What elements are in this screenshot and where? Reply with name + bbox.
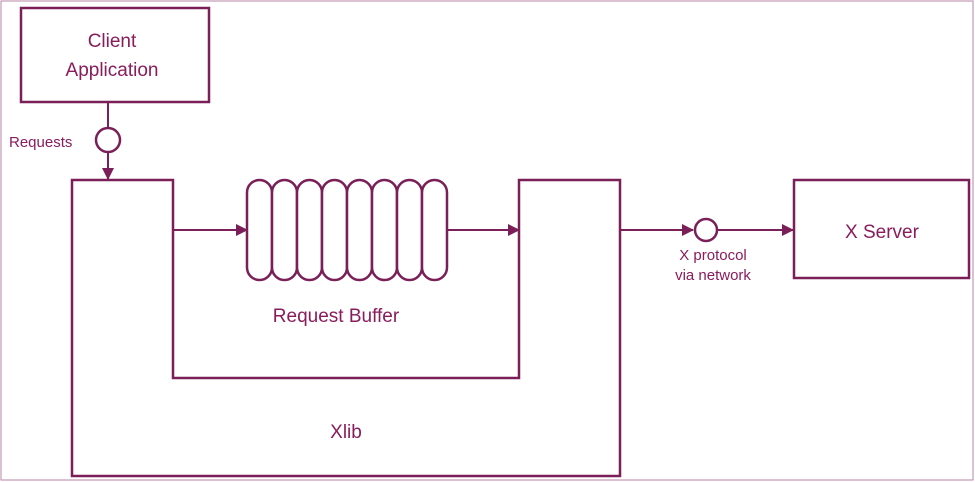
buffer-cell	[245, 178, 274, 282]
buffer-cell	[295, 178, 324, 282]
protocol-label-line1: X protocol	[679, 247, 747, 264]
client-label-line1: Client	[88, 31, 137, 52]
buffer-cell	[320, 178, 349, 282]
x-protocol-connector: X protocol via network	[620, 217, 794, 284]
buffer-cell	[370, 178, 399, 282]
buffer-cell	[345, 178, 374, 282]
x-server-box: X Server	[792, 178, 971, 280]
xlib-container	[70, 178, 622, 478]
xlib-label: Xlib	[330, 422, 362, 443]
client-application-box: Client Application	[19, 6, 211, 104]
protocol-label-line2: via network	[675, 267, 751, 284]
request-buffer-label: Request Buffer	[273, 306, 400, 327]
buffer-cell	[270, 178, 299, 282]
requests-port-circle	[94, 126, 122, 154]
requests-label: Requests	[9, 134, 72, 151]
buffer-cell	[420, 178, 449, 282]
client-label-line2: Application	[66, 60, 159, 81]
request-buffer-queue	[245, 178, 449, 282]
protocol-port-circle	[693, 217, 719, 243]
x-server-label: X Server	[845, 222, 920, 243]
requests-connector: Requests	[9, 102, 122, 180]
buffer-cell	[395, 178, 424, 282]
